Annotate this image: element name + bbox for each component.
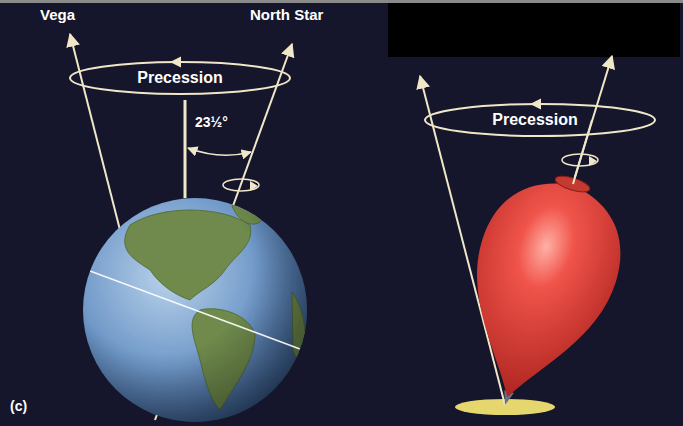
spin-arrow <box>589 156 597 166</box>
spin-arrow <box>250 181 258 191</box>
redaction-box <box>388 3 680 57</box>
spin-circle <box>223 179 259 191</box>
ecliptic-normal <box>184 100 187 198</box>
precession-arrow <box>530 99 541 110</box>
star-label: North Star <box>250 6 323 23</box>
star-label: Vega <box>40 6 75 23</box>
top-axis-upper <box>573 120 592 184</box>
equator <box>90 271 300 349</box>
angle-label: 23½° <box>195 114 228 130</box>
tilt-angle-arc <box>188 148 251 155</box>
spinning-top <box>438 158 641 426</box>
precession-label: Precession <box>137 69 222 87</box>
vega-axis <box>70 34 120 230</box>
panel-label: (c) <box>10 398 27 414</box>
top-border <box>0 0 683 3</box>
earth-globe <box>83 198 307 422</box>
precession-label: Precession <box>492 111 577 129</box>
spin-circle <box>562 154 598 166</box>
precession-arrow <box>170 57 181 68</box>
